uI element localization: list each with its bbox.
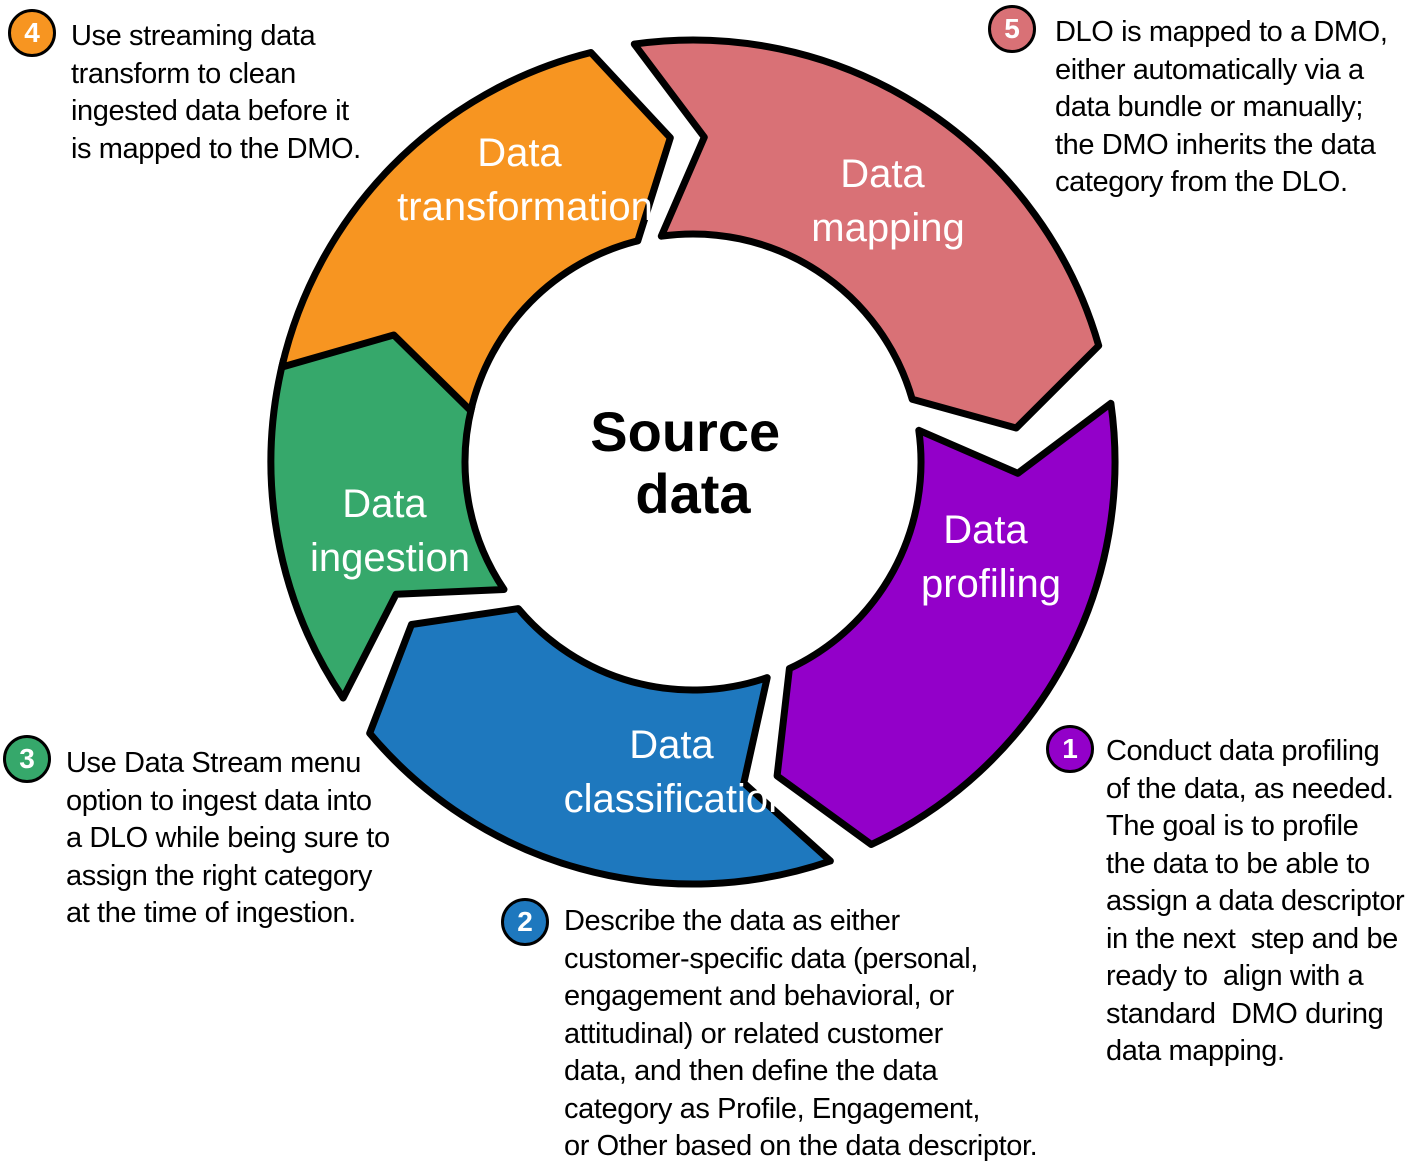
note-line: a DLO while being sure to (66, 822, 390, 854)
step-badge-4: 4 (8, 9, 56, 57)
note-line: data mapping. (1106, 1035, 1285, 1067)
note-line: the data to be able to (1106, 847, 1370, 880)
note-line: The goal is to profile (1106, 810, 1359, 842)
note-line: ready to align with a (1106, 960, 1364, 992)
step-badge-1: 1 (1046, 725, 1094, 773)
note-step-2: Describe the data as either customer-spe… (564, 903, 1038, 1166)
segment-data-classification (366, 605, 834, 888)
step-badge-3: 3 (3, 735, 51, 783)
note-line: category from the DLO. (1055, 166, 1348, 198)
segment-data-mapping (630, 36, 1103, 432)
note-line: the DMO inherits the data (1055, 128, 1376, 161)
label-data-mapping: Data mapping (811, 152, 964, 250)
note-line: assign the right category (66, 859, 372, 892)
note-line: standard DMO during (1106, 997, 1384, 1030)
label-data-transformation: Data transformation (397, 131, 653, 229)
note-line: transform to clean (71, 57, 296, 90)
note-step-3: Use Data Stream menu option to ingest da… (66, 745, 390, 933)
note-line: either automatically via a (1055, 53, 1364, 86)
label-data-profiling: Data profiling (921, 508, 1061, 606)
note-line: option to ingest data into (66, 784, 372, 817)
note-line: Use Data Stream menu (66, 747, 362, 779)
center-label-source-data: Source data (590, 400, 795, 525)
note-line: in the next step and be (1106, 922, 1398, 955)
label-data-classification: Data classification (564, 723, 791, 821)
segment-data-profiling (773, 399, 1119, 848)
note-step-5: DLO is mapped to a DMO, either automatic… (1055, 14, 1388, 202)
note-line: ingested data before it (71, 95, 349, 127)
note-line: category as Profile, Engagement, (564, 1092, 980, 1125)
note-line: assign a data descriptor (1106, 885, 1405, 917)
step-badge-2: 2 (501, 898, 549, 946)
label-data-ingestion: Data ingestion (310, 482, 470, 580)
note-line: data, and then define the data (564, 1055, 938, 1087)
note-line: Describe the data as either (564, 905, 900, 937)
note-step-4: Use streaming data transform to clean in… (71, 18, 361, 168)
note-line: data bundle or manually; (1055, 91, 1363, 123)
note-line: or Other based on the data descriptor. (564, 1130, 1038, 1162)
note-line: engagement and behavioral, or (564, 980, 954, 1012)
note-line: at the time of ingestion. (66, 897, 356, 929)
segment-data-transformation (278, 49, 674, 415)
note-line: attitudinal) or related customer (564, 1017, 943, 1050)
note-line: Conduct data profiling (1106, 735, 1380, 767)
note-line: DLO is mapped to a DMO, (1055, 16, 1388, 48)
note-line: customer-specific data (personal, (564, 942, 978, 975)
note-step-1: Conduct data profiling of the data, as n… (1106, 733, 1405, 1071)
note-line: Use streaming data (71, 20, 316, 52)
note-line: is mapped to the DMO. (71, 132, 361, 165)
step-badge-5: 5 (988, 5, 1036, 53)
note-line: of the data, as needed. (1106, 772, 1394, 805)
